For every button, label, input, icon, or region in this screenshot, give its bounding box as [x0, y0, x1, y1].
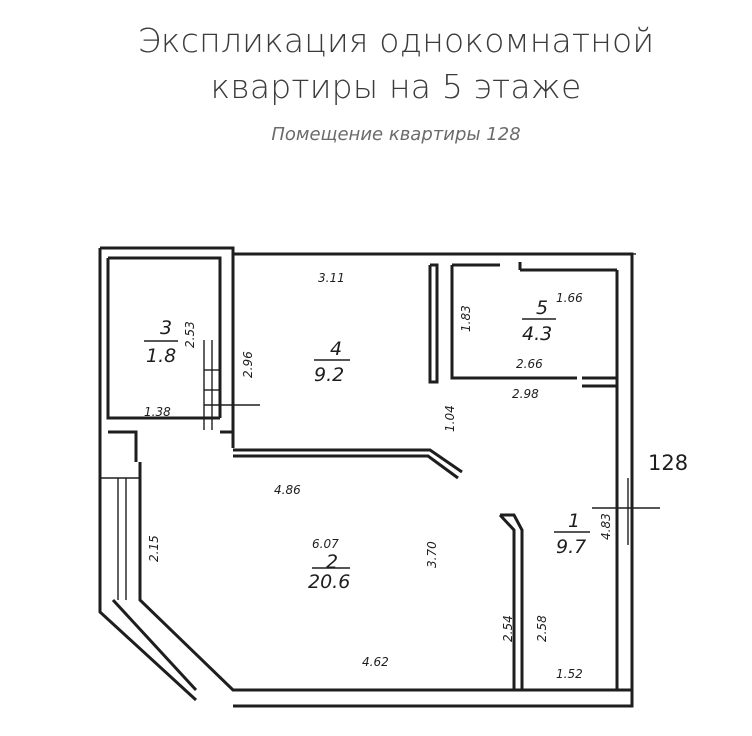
outer-walls — [98, 246, 634, 708]
dim-label: 4.86 — [274, 483, 301, 497]
header: Экспликация однокомнатной квартиры на 5 … — [0, 18, 752, 145]
dim-label: 2.53 — [183, 321, 197, 348]
dim-label: 2.96 — [241, 351, 255, 378]
dim-label: 1.04 — [443, 405, 457, 432]
room-2: 2 20.6 — [308, 551, 350, 593]
dim-label: 2.66 — [516, 357, 543, 371]
room-5: 5 4.3 — [522, 297, 556, 345]
room-number: 2 — [326, 551, 338, 573]
dim-label: 1.38 — [144, 405, 171, 419]
dim-label: 2.58 — [535, 615, 549, 642]
title-line-2: квартиры на 5 этаже — [210, 67, 582, 106]
dim-label: 1.83 — [459, 305, 473, 332]
room-area: 9.7 — [556, 536, 586, 558]
dim-label: 1.52 — [556, 667, 583, 681]
title-line-1: Экспликация однокомнатной — [137, 21, 655, 60]
room-area: 20.6 — [308, 571, 350, 593]
dimension-labels: 3.11 1.83 1.66 2.66 2.98 2.53 2.96 1.38 … — [144, 271, 613, 681]
page-title: Экспликация однокомнатной квартиры на 5 … — [46, 18, 706, 110]
room-number: 4 — [330, 338, 342, 360]
room-number: 1 — [568, 510, 580, 532]
room-1: 1 9.7 — [554, 510, 590, 558]
dim-label: 4.83 — [599, 513, 613, 540]
room-area: 4.3 — [522, 323, 552, 345]
room-number: 5 — [536, 297, 548, 319]
dim-label: 3.11 — [318, 271, 345, 285]
dim-label: 1.66 — [556, 291, 583, 305]
interior-walls — [233, 263, 617, 690]
page-subtitle: Помещение квартиры 128 — [271, 124, 521, 145]
room-4: 4 9.2 — [314, 338, 350, 386]
room-number: 3 — [160, 317, 172, 339]
room-area: 1.8 — [146, 345, 176, 367]
dim-label: 4.62 — [362, 655, 389, 669]
dim-label: 6.07 — [312, 537, 339, 551]
dim-label: 2.54 — [501, 615, 515, 642]
room-3: 3 1.8 — [144, 317, 178, 367]
window-marks — [100, 253, 660, 600]
dim-label: 2.98 — [512, 387, 539, 401]
apartment-number: 128 — [648, 451, 688, 475]
dim-label: 3.70 — [425, 541, 439, 568]
dim-label: 2.15 — [147, 535, 161, 562]
room-area: 9.2 — [314, 364, 344, 386]
